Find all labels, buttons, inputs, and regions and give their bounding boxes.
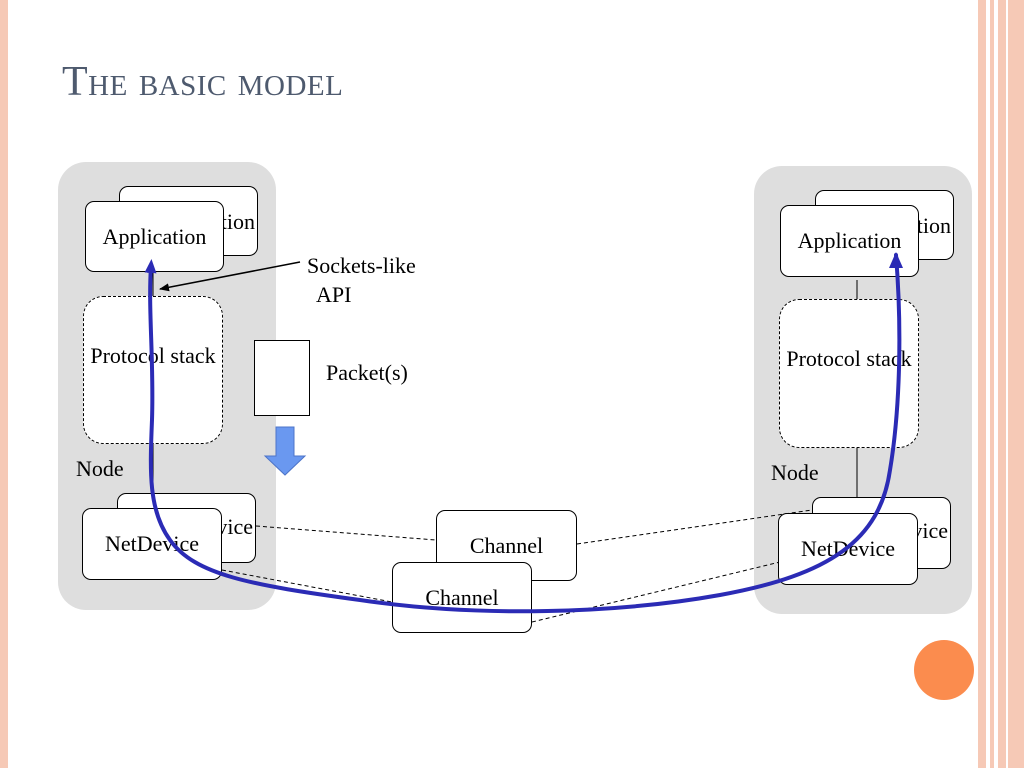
decorative-circle <box>914 640 974 700</box>
left-decor-stripe <box>0 0 8 768</box>
slide-title: The basic model <box>62 59 344 105</box>
right-node-label: Node <box>771 460 819 485</box>
dashed-link <box>221 569 393 603</box>
api-pointer-arrow <box>159 261 301 292</box>
packet-path-arrowhead-right <box>889 252 903 268</box>
packet-label: Packet(s) <box>326 360 408 385</box>
right-decor-stripe <box>990 0 994 768</box>
right-decor-stripe <box>998 0 1024 768</box>
right-decor-stripe <box>1006 0 1008 768</box>
packet-box <box>254 340 310 416</box>
left-node-label: Node <box>76 456 124 481</box>
sockets-api-label-line1: Sockets-like <box>307 253 416 278</box>
dashed-link <box>255 525 437 541</box>
packet-down-arrow <box>263 426 307 476</box>
sockets-api-label-line2: API <box>316 282 352 307</box>
right-decor-stripe <box>978 0 986 768</box>
packet-path-arrow <box>144 253 902 614</box>
channel-front-box: Channel <box>392 562 532 633</box>
dashed-link <box>576 509 813 545</box>
